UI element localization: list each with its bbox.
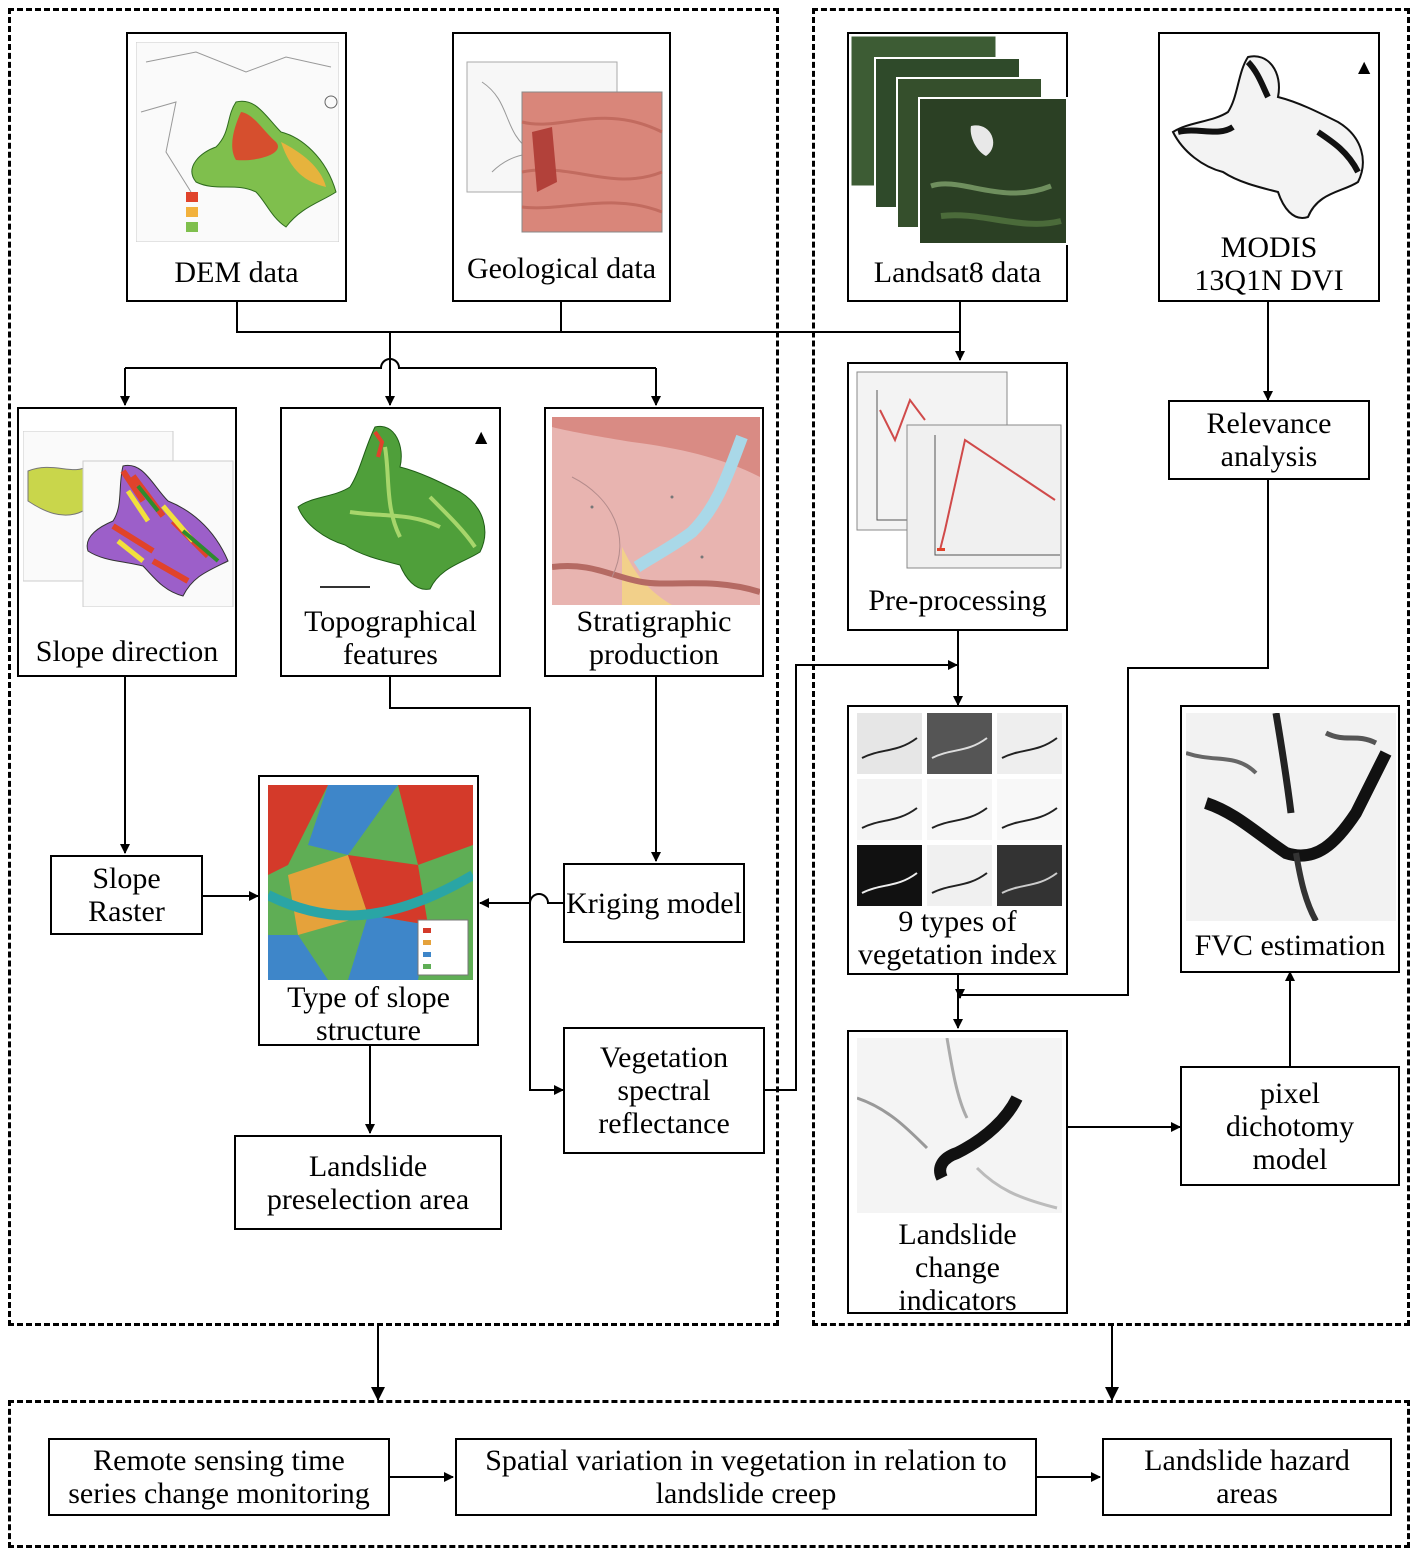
pixel-dichotomy-label: pixel dichotomy model bbox=[1225, 1076, 1355, 1176]
slope-structure-map-image bbox=[268, 785, 473, 980]
topographic-map-image: ▲ bbox=[297, 425, 488, 590]
remote-sensing-monitoring-label: Remote sensing time series change monito… bbox=[68, 1444, 370, 1510]
fvc-map-image bbox=[1186, 713, 1396, 921]
modis-map-image: ▲ bbox=[1171, 55, 1371, 219]
slope-direction-label: Slope direction bbox=[35, 635, 219, 668]
landslide-preselection-box: Landslide preselection area bbox=[234, 1135, 502, 1230]
remote-sensing-monitoring-box: Remote sensing time series change monito… bbox=[48, 1438, 390, 1516]
dem-map-image bbox=[136, 42, 339, 242]
vegetation-index-box: 9 types of vegetation index bbox=[847, 705, 1068, 975]
landslide-hazard-label: Landslide hazard areas bbox=[1144, 1444, 1350, 1510]
topographical-features-box: ▲ Topographical features bbox=[280, 407, 501, 677]
relevance-analysis-label: Relevance analysis bbox=[1206, 407, 1332, 473]
kriging-model-box: Kriging model bbox=[563, 863, 745, 943]
modis-box: ▲ MODIS 13Q1N DVI bbox=[1158, 32, 1380, 302]
slope-raster-label: Slope Raster bbox=[88, 862, 165, 928]
slope-structure-box: Type of slope structure bbox=[258, 775, 479, 1047]
region-output bbox=[8, 1400, 1410, 1548]
vegetation-spectral-label: Vegetation spectral reflectance bbox=[598, 1041, 730, 1140]
region-remote-sensing bbox=[812, 8, 1410, 1326]
landslide-preselection-label: Landslide preselection area bbox=[266, 1149, 470, 1216]
geological-map-image bbox=[466, 61, 663, 233]
vegetation-index-label: 9 types of vegetation index bbox=[857, 905, 1058, 971]
geological-data-label: Geological data bbox=[466, 252, 657, 285]
spectral-profile-image bbox=[856, 371, 1062, 569]
landsat-stack-image bbox=[851, 36, 1068, 245]
stratigraphic-map-image bbox=[552, 417, 760, 605]
spatial-variation-box: Spatial variation in vegetation in relat… bbox=[455, 1438, 1037, 1516]
svg-text:▲: ▲ bbox=[475, 427, 488, 446]
fvc-estimation-box: FVC estimation bbox=[1180, 705, 1400, 973]
vegetation-spectral-box: Vegetation spectral reflectance bbox=[563, 1027, 765, 1154]
kriging-model-label: Kriging model bbox=[566, 886, 742, 920]
modis-label: MODIS 13Q1N DVI bbox=[1194, 231, 1344, 297]
svg-text:▲: ▲ bbox=[1358, 57, 1371, 76]
landslide-change-map-image bbox=[857, 1038, 1062, 1213]
vegetation-index-grid-image bbox=[857, 713, 1062, 906]
dem-data-label: DEM data bbox=[174, 256, 299, 289]
landsat8-data-box: Landsat8 data bbox=[847, 32, 1068, 302]
topographical-features-label: Topographical features bbox=[304, 605, 477, 671]
stratigraphic-production-box: Stratigraphic production bbox=[544, 407, 764, 677]
slope-direction-box: Slope direction bbox=[17, 407, 237, 677]
slope-raster-box: Slope Raster bbox=[50, 855, 203, 935]
landslide-change-label: Landslide change indicators bbox=[898, 1218, 1017, 1317]
pre-processing-box: Pre-processing bbox=[847, 362, 1068, 631]
slope-direction-map-image bbox=[23, 431, 234, 607]
slope-structure-label: Type of slope structure bbox=[287, 981, 450, 1047]
fvc-estimation-label: FVC estimation bbox=[1194, 929, 1386, 962]
region-geology bbox=[8, 8, 779, 1326]
spatial-variation-label: Spatial variation in vegetation in relat… bbox=[485, 1444, 1007, 1510]
geological-data-box: Geological data bbox=[452, 32, 671, 302]
pixel-dichotomy-box: pixel dichotomy model bbox=[1180, 1066, 1400, 1186]
stratigraphic-production-label: Stratigraphic production bbox=[576, 605, 732, 671]
relevance-analysis-box: Relevance analysis bbox=[1168, 400, 1370, 480]
dem-data-box: DEM data bbox=[126, 32, 347, 302]
landslide-change-box: Landslide change indicators bbox=[847, 1030, 1068, 1317]
landsat8-data-label: Landsat8 data bbox=[873, 256, 1042, 289]
pre-processing-label: Pre-processing bbox=[868, 584, 1047, 617]
landslide-hazard-box: Landslide hazard areas bbox=[1102, 1438, 1392, 1516]
